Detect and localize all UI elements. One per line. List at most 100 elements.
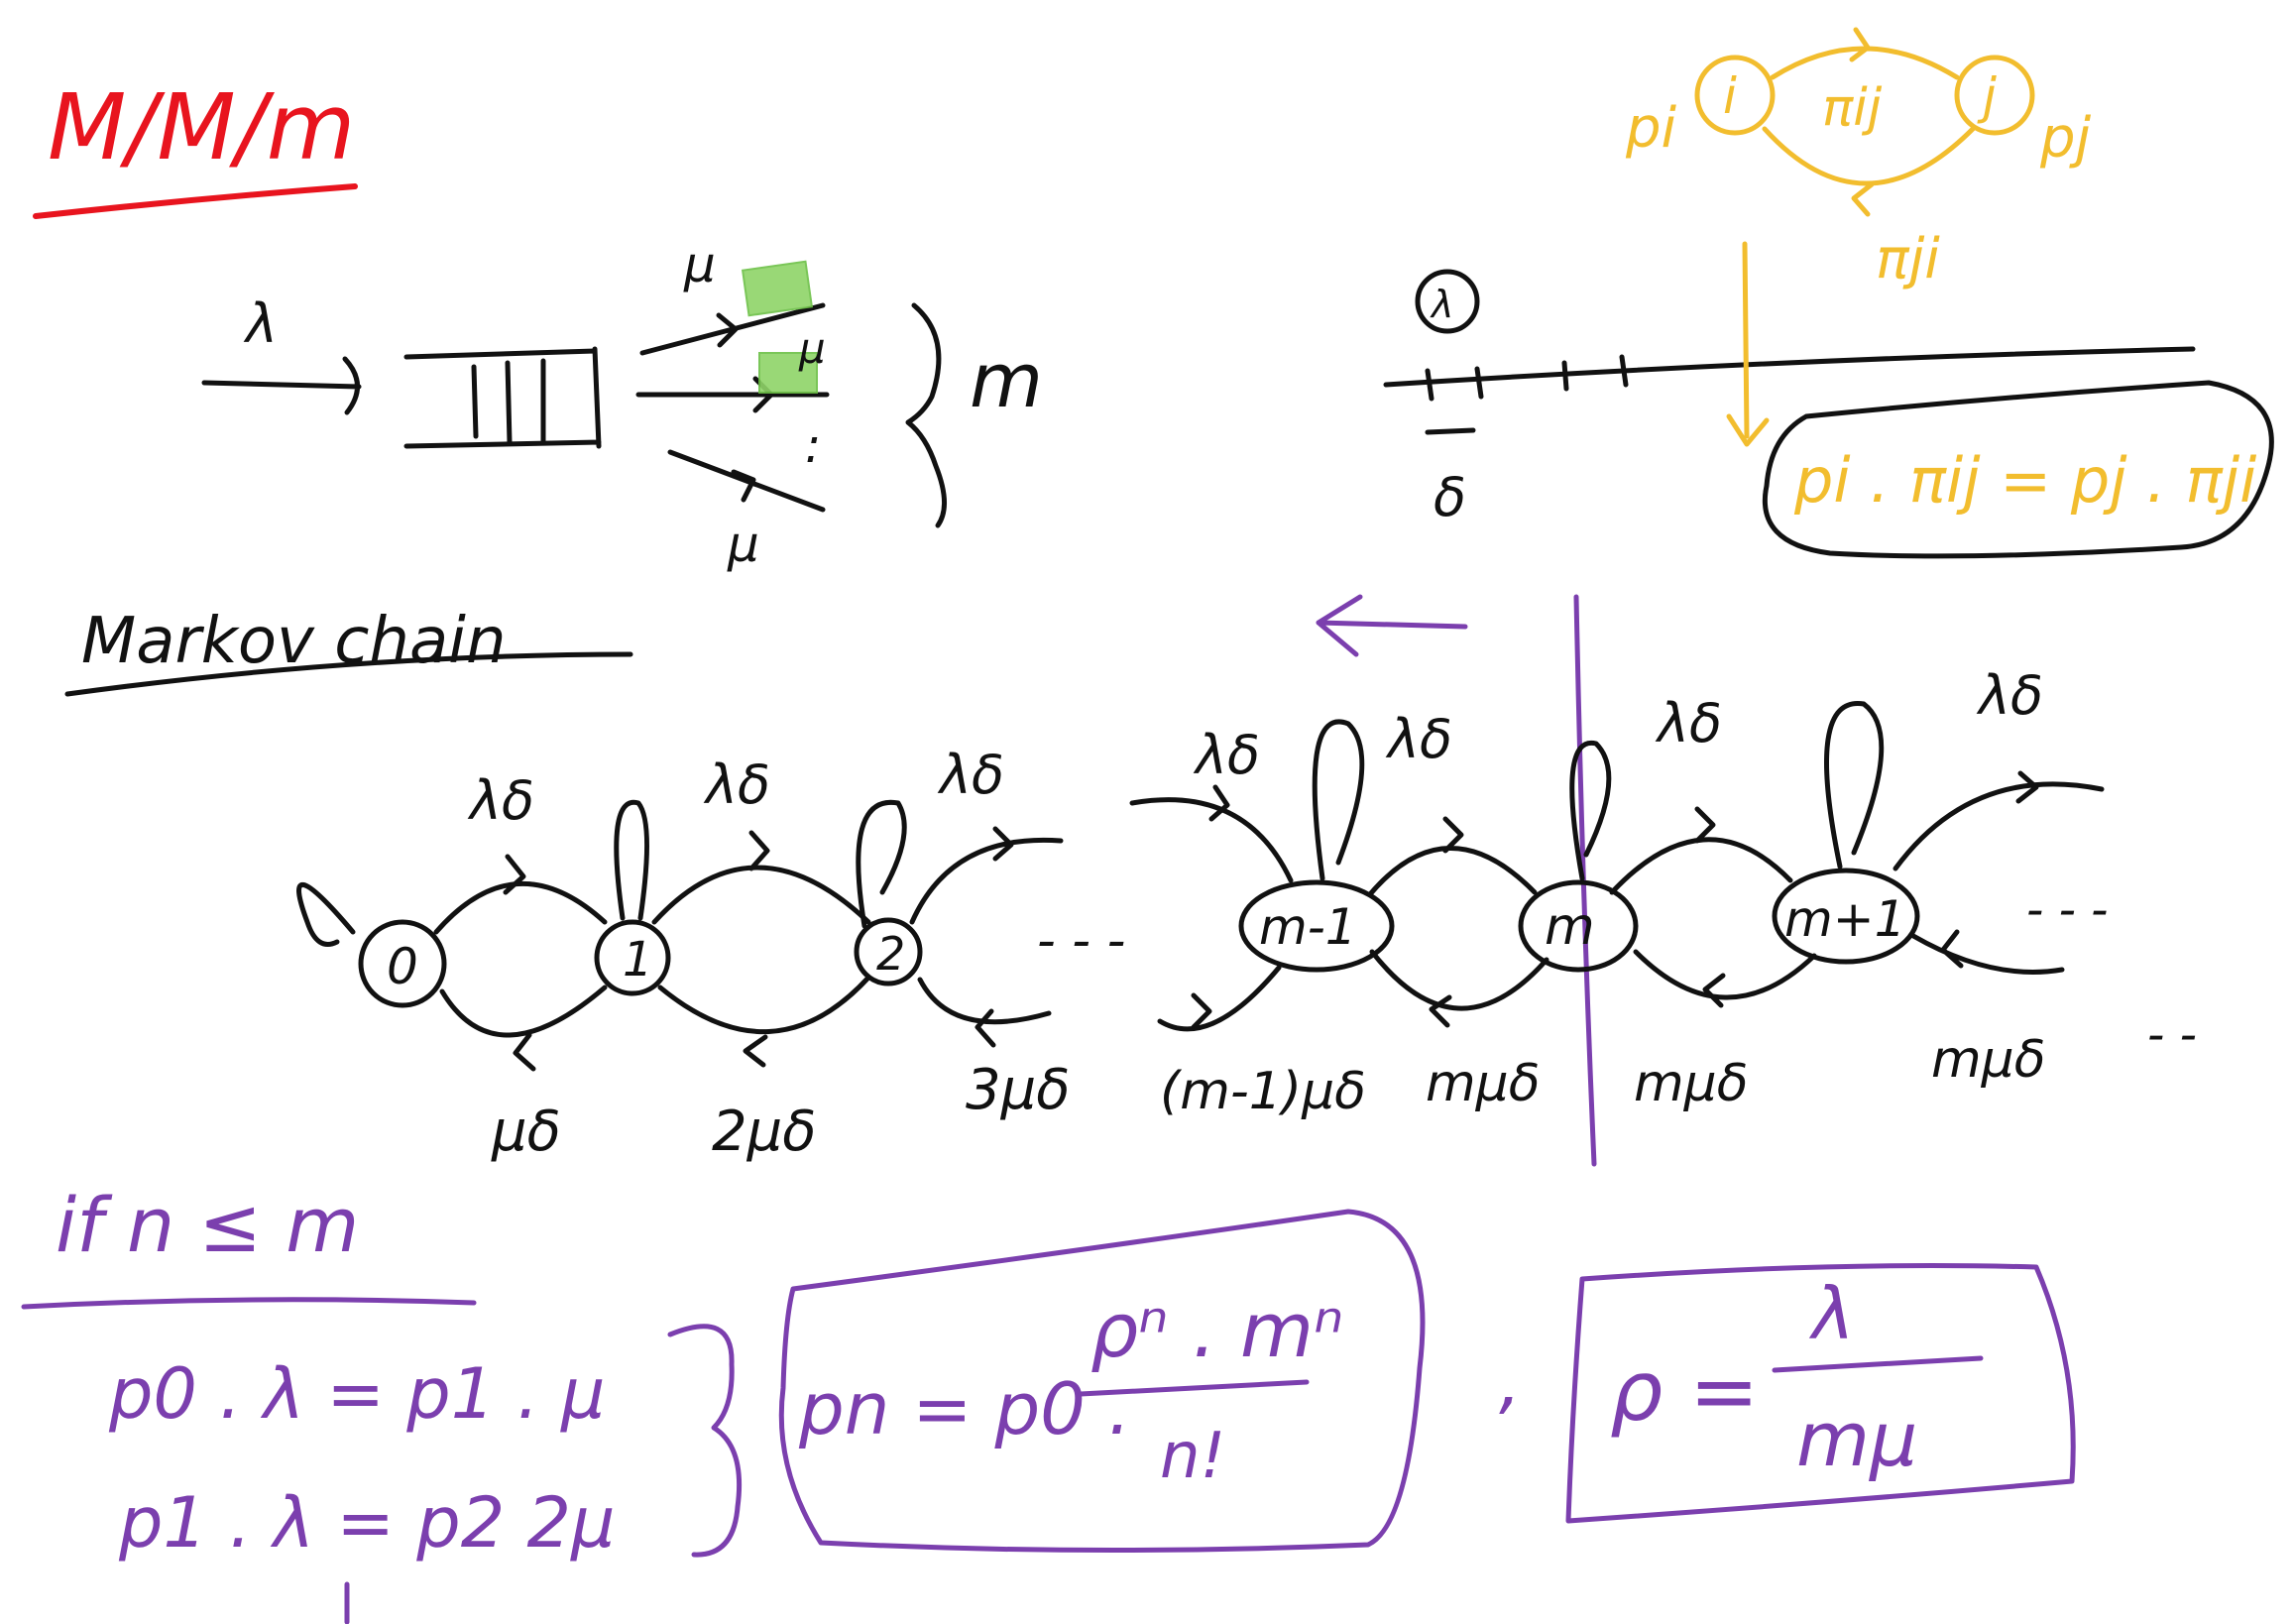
balance-arrow: [1726, 241, 1770, 447]
detailed-balance: pi i j πij πji pj pi . πij = pj . πji: [1625, 27, 2274, 559]
pn-formula-box: [778, 1209, 1426, 1554]
busy-server-1-icon: [741, 260, 814, 317]
chain-ellipsis: - - -: [1037, 911, 1125, 971]
server-count-label: m: [970, 336, 1043, 424]
forward-arc-2-out: [909, 826, 1064, 925]
server-rate-3: μ: [727, 516, 759, 573]
formulas: if n ≤ m p0 . λ = p1 . μ p1 . λ = p2 2μ …: [21, 1181, 2076, 1624]
arrival-rate-label: λ: [243, 292, 278, 355]
servers-brace: [905, 302, 948, 528]
rate-ij-label: πij: [1822, 78, 1883, 138]
chain-trailing-dots: - -: [2147, 1007, 2197, 1063]
backward-label-4: mμδ: [1426, 1054, 1541, 1113]
forward-arc-1-2: [651, 830, 871, 925]
state-i-circle: [1694, 55, 1776, 136]
backward-arc-1-0: [439, 985, 608, 1072]
forward-label-0: λδ: [467, 769, 534, 832]
server-rate-2: μ: [798, 324, 826, 373]
condition-text: if n ≤ m: [56, 1181, 359, 1269]
balance-eq-1: p0 . λ = p1 . μ: [108, 1353, 606, 1435]
pn-fraction-bar: [1078, 1379, 1310, 1397]
forward-arc-m-1-m: [1367, 816, 1538, 897]
title-underline: [33, 183, 358, 219]
lambda-circle: [1415, 269, 1480, 334]
backward-label-2: 3μδ: [966, 1058, 1071, 1122]
formula-separator: ,: [1499, 1341, 1521, 1423]
forward-arc-m-plus-1-out: [1893, 770, 2105, 871]
forward-label-3: λδ: [1193, 724, 1260, 786]
forward-label-5: λδ: [1655, 692, 1722, 754]
state-2: 2: [854, 799, 923, 986]
forward-arc-m-m-plus-1: [1609, 806, 1793, 895]
backward-arc-2-1: [657, 975, 871, 1068]
svg-text:1: 1: [623, 932, 653, 987]
backward-label-5: mμδ: [1634, 1054, 1749, 1113]
forward-label-6: λδ: [1976, 664, 2043, 727]
forward-arc-0-1: [433, 854, 608, 935]
backward-label-1: 2μδ: [712, 1100, 817, 1164]
forward-transition-arc: [1770, 27, 1960, 80]
state-i-label: i: [1723, 67, 1737, 125]
server-rate-1: μ: [683, 236, 716, 293]
svg-text:m+1: m+1: [1784, 890, 1905, 948]
page-title: M/M/m: [48, 74, 355, 180]
markov-chain: 0 1 2 - - - m-1 m m+1: [296, 664, 2197, 1164]
rate-ji-label: πji: [1876, 227, 1940, 291]
state-j-label: j: [1977, 67, 1997, 125]
server-line-3: [667, 449, 826, 513]
backward-label-6: mμδ: [1931, 1030, 2046, 1090]
backward-transition-arc: [1762, 126, 1976, 217]
svg-text:m-1: m-1: [1259, 898, 1357, 956]
rho-lhs: ρ =: [1610, 1342, 1759, 1440]
forward-label-4: λδ: [1385, 708, 1452, 770]
condition-underline: [21, 1297, 477, 1310]
time-axis: λ δ: [1383, 269, 2196, 528]
balance-equation: pi . πij = pj . πji: [1793, 444, 2256, 517]
pn-lhs: pn = p0 .: [798, 1367, 1131, 1450]
forward-label-2: λδ: [937, 744, 1004, 806]
markov-heading: Markov chain: [81, 605, 507, 678]
divider-line: [1573, 594, 1597, 1167]
pn-numerator: ρⁿ . mⁿ: [1090, 1286, 1343, 1374]
forward-arc-in-m-1: [1129, 784, 1294, 883]
balance-left-prob: pi: [1625, 96, 1677, 161]
busy-server-2-icon: [758, 352, 818, 394]
svg-text:2: 2: [876, 927, 905, 981]
rho-denominator: mμ: [1796, 1395, 1917, 1483]
rho-fraction-bar: [1772, 1355, 1984, 1373]
balance-eq-2: p1 . λ = p2 2μ: [118, 1482, 616, 1564]
backward-arc-m-plus-1-m: [1633, 949, 1817, 1008]
backward-arc-m-m-1: [1369, 949, 1549, 1028]
timeline-delta: δ: [1434, 466, 1466, 528]
state-j-circle: [1954, 55, 2035, 136]
balance-right-prob: pj: [2039, 106, 2092, 171]
state-1: 1: [594, 799, 671, 996]
pn-denominator: n!: [1160, 1420, 1225, 1493]
backward-arc-m-1-out: [1157, 965, 1282, 1032]
queue-diagram: λ μ μ : μ m: [201, 236, 1043, 573]
svg-text:0: 0: [387, 938, 418, 995]
backward-arc-in-2: [917, 977, 1052, 1048]
backward-label-3: (m-1)μδ: [1160, 1062, 1366, 1121]
markov-underline: [64, 651, 633, 697]
server-dots: :: [805, 418, 821, 474]
state-m-1: m-1: [1238, 719, 1395, 973]
backward-arc-in-m-plus-1: [1910, 929, 2065, 975]
backward-label-0: μδ: [491, 1100, 561, 1164]
queue-buffer-icon: [403, 346, 602, 449]
state-m: m: [1518, 740, 1639, 973]
state-0: 0: [296, 881, 447, 1008]
direction-arrow: [1316, 594, 1468, 657]
timeline-lambda: λ: [1430, 283, 1454, 326]
chain-trailing-dots-top: - - -: [2026, 882, 2108, 938]
rho-formula-box: [1565, 1263, 2076, 1524]
balance-equation-box: [1762, 380, 2274, 559]
forward-label-1: λδ: [703, 754, 770, 816]
arrival-arrow: [201, 356, 362, 415]
svg-text:m: m: [1545, 897, 1595, 957]
equations-brace: [667, 1324, 743, 1558]
server-line-1: [639, 302, 826, 356]
rho-numerator: λ: [1808, 1272, 1855, 1355]
state-m-plus-1: m+1: [1772, 700, 1920, 965]
